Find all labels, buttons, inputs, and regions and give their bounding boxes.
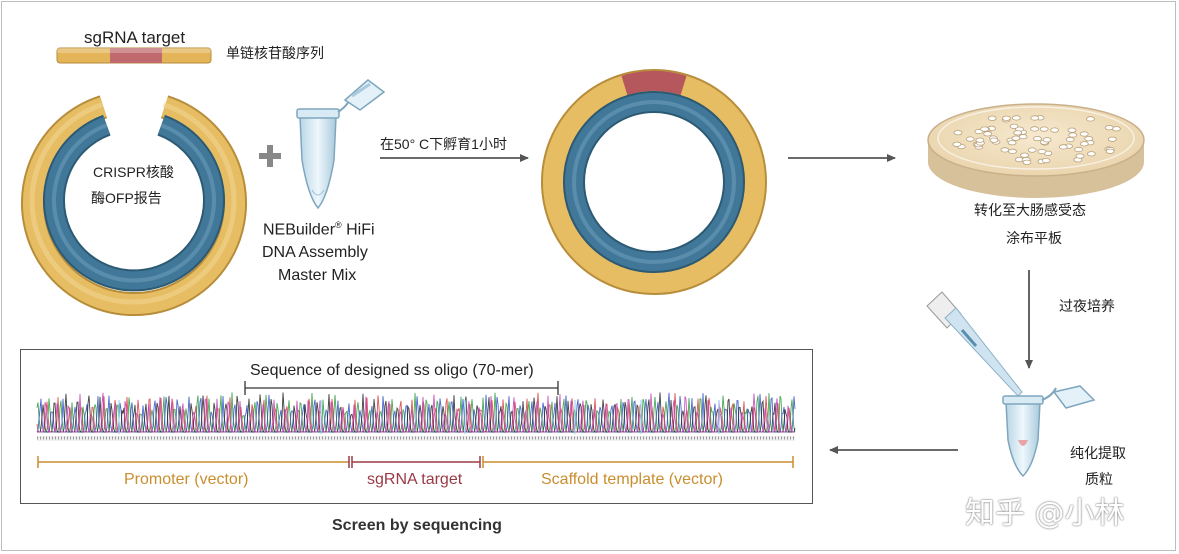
colony bbox=[1084, 136, 1094, 142]
colony bbox=[1068, 132, 1078, 138]
colony bbox=[1022, 159, 1032, 165]
region-promoter-label: Promoter (vector) bbox=[124, 471, 249, 488]
colony bbox=[1112, 126, 1121, 132]
colony bbox=[1000, 147, 1010, 153]
colony bbox=[1002, 115, 1011, 121]
plasmid-label-line2: 酶OFP报告 bbox=[91, 190, 162, 206]
open-plasmid bbox=[21, 95, 247, 316]
colony bbox=[980, 126, 989, 132]
step-culture-label: 过夜培养 bbox=[1059, 298, 1115, 314]
colony bbox=[1030, 126, 1039, 132]
chromatogram-trace bbox=[36, 392, 795, 433]
colony bbox=[1108, 136, 1117, 142]
step-plate-line2: 涂布平板 bbox=[1006, 230, 1062, 246]
chromatogram bbox=[36, 381, 796, 468]
colony bbox=[1012, 115, 1021, 121]
sgrna-oligo-bar bbox=[56, 47, 212, 64]
colony bbox=[952, 141, 962, 147]
extraction-tube-icon bbox=[1002, 385, 1096, 478]
ssdna-annotation: 单链核苷酸序列 bbox=[226, 45, 324, 61]
region-sgrna-label: sgRNA target bbox=[367, 471, 463, 488]
colony bbox=[1042, 137, 1052, 143]
colony bbox=[1041, 158, 1051, 164]
step-plate-line1: 转化至大肠感受态 bbox=[974, 202, 1086, 218]
watermark-text: 知乎 @小林 bbox=[965, 496, 1125, 531]
colony bbox=[1079, 141, 1089, 147]
colony bbox=[975, 137, 985, 143]
colony bbox=[1007, 140, 1017, 146]
colony bbox=[1011, 135, 1021, 141]
petri-dish-icon bbox=[927, 103, 1145, 198]
colony bbox=[1075, 153, 1085, 159]
sequencing-caption: Screen by sequencing bbox=[332, 517, 502, 534]
step-extract-line1: 纯化提取 bbox=[1070, 445, 1126, 461]
colony bbox=[1008, 148, 1017, 154]
colony bbox=[1104, 125, 1114, 131]
sequencing-panel: Sequence of designed ss oligo (70-mer) P… bbox=[20, 349, 813, 504]
colony bbox=[1105, 148, 1115, 154]
colony bbox=[1039, 126, 1049, 132]
reagent-name-line2: DNA Assembly bbox=[262, 244, 368, 261]
colony bbox=[1027, 147, 1037, 153]
colony bbox=[1013, 130, 1022, 136]
plus-icon bbox=[259, 145, 281, 167]
colony bbox=[1087, 151, 1096, 157]
assembled-plasmid bbox=[541, 69, 767, 295]
colony bbox=[1009, 123, 1019, 129]
region-scaffold-label: Scaffold template (vector) bbox=[541, 471, 724, 488]
oligo-label: Sequence of designed ss oligo (70-mer) bbox=[250, 362, 534, 379]
colony bbox=[983, 131, 992, 137]
step-incubate-label: 在50° C下孵育1小时 bbox=[380, 136, 507, 152]
colony bbox=[1074, 146, 1083, 153]
colony bbox=[1065, 136, 1075, 143]
colony bbox=[1079, 131, 1089, 137]
colony bbox=[1058, 144, 1068, 150]
colony bbox=[1086, 116, 1095, 122]
sgrna-target-label: sgRNA target bbox=[84, 28, 186, 47]
plasmid-label-line1: CRISPR核酸 bbox=[93, 164, 174, 180]
microcentrifuge-tube-icon bbox=[296, 79, 386, 210]
colony bbox=[987, 115, 997, 121]
reagent-name-line3: Master Mix bbox=[278, 267, 357, 284]
chromatogram-trace bbox=[36, 392, 796, 433]
colony bbox=[1033, 136, 1042, 142]
pipette-icon bbox=[926, 291, 1023, 397]
reagent-name-line1: NEBuilder® HiFi bbox=[263, 220, 375, 239]
colony bbox=[989, 137, 999, 143]
colony bbox=[1020, 152, 1029, 158]
colony bbox=[965, 136, 975, 142]
colony bbox=[1050, 127, 1059, 133]
colony bbox=[1067, 127, 1077, 133]
colony bbox=[953, 130, 963, 136]
colony bbox=[1030, 115, 1040, 121]
colony bbox=[1037, 148, 1047, 155]
step-extract-line2: 质粒 bbox=[1085, 471, 1113, 487]
